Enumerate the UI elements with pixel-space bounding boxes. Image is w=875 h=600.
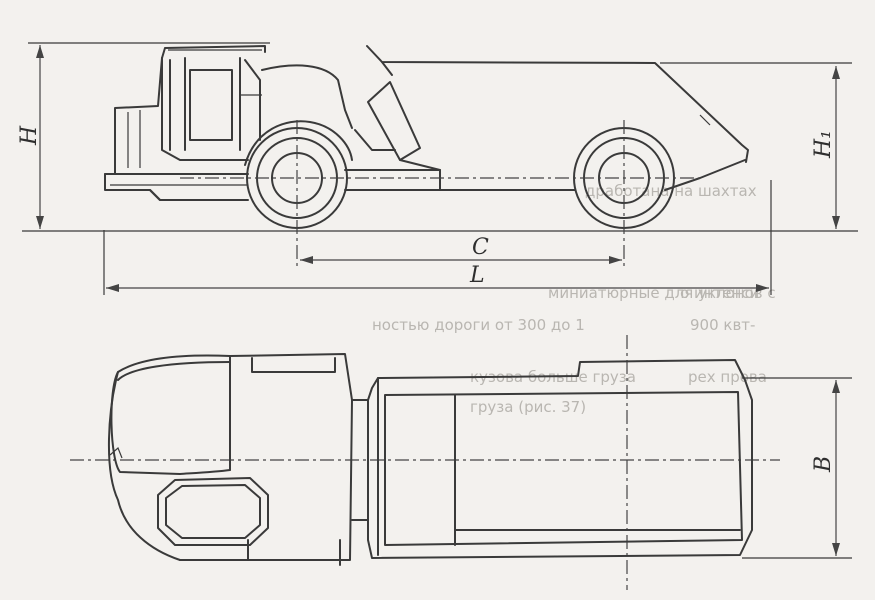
- dimension-h1: H₁: [660, 62, 852, 229]
- bleed-through-text: дработана на шахтах миниатюрные для укло…: [372, 182, 776, 416]
- dump-body: [354, 45, 749, 171]
- dump-body-top: [367, 359, 753, 559]
- ghost-left-3: рех прова: [688, 368, 767, 386]
- label-b: B: [811, 456, 836, 473]
- front-wheel: [244, 120, 353, 229]
- label-h: H: [17, 125, 42, 146]
- ghost-line-5: груза (рис. 37): [470, 398, 586, 416]
- side-view: H H₁: [17, 42, 858, 295]
- ghost-left-1: о интенси: [680, 284, 759, 302]
- front-unit: [108, 353, 353, 566]
- articulation: [351, 399, 369, 521]
- dimension-h: H: [17, 42, 270, 229]
- label-l: L: [469, 263, 485, 288]
- dimension-l: L: [103, 180, 772, 295]
- dimension-b: B: [742, 377, 852, 559]
- ghost-left-2: 900 квт-: [690, 316, 755, 334]
- cab: [114, 45, 353, 175]
- ghost-line-1: дработана на шахтах: [585, 182, 757, 200]
- label-h1: H₁: [811, 130, 836, 159]
- dimension-c: C: [300, 235, 622, 264]
- label-c: C: [472, 235, 489, 260]
- top-view: B: [70, 335, 852, 590]
- ghost-line-3: ностью дороги от 300 до 1: [372, 316, 585, 334]
